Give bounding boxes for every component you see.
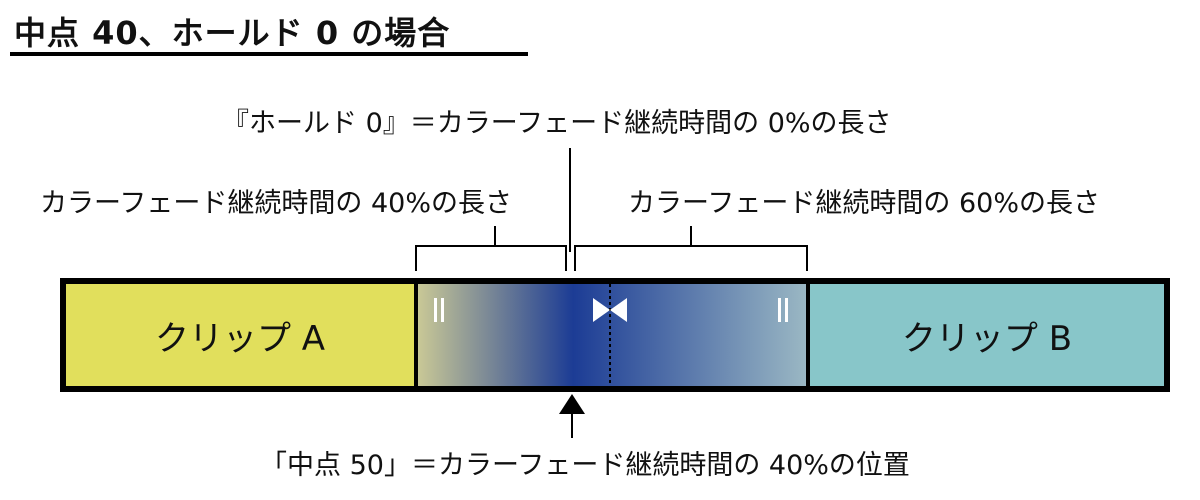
left-span-bracket: [415, 226, 567, 271]
up-arrow-icon: [559, 394, 585, 438]
clip-a-label: クリップ A: [154, 318, 326, 359]
hold-label: 『ホールド 0』＝カラーフェード継続時間の 0%の長さ: [222, 108, 892, 139]
hold-leader-line: [569, 148, 571, 252]
page-title: 中点 40、ホールド 0 の場合: [14, 14, 451, 52]
midpoint-label: 「中点 50」＝カラーフェード継続時間の 40%の位置: [260, 450, 910, 481]
left-span-label: カラーフェード継続時間の 40%の長さ: [40, 188, 512, 219]
clip-b[interactable]: クリップ B: [810, 284, 1164, 386]
pause-icon[interactable]: [432, 298, 446, 322]
timeline-bar: クリップ A クリップ B: [60, 278, 1170, 392]
fade-center-marker: [609, 284, 611, 386]
pause-icon[interactable]: [776, 298, 790, 322]
bowtie-icon[interactable]: [593, 298, 627, 322]
clip-a[interactable]: クリップ A: [66, 284, 414, 386]
right-span-bracket: [574, 226, 808, 271]
color-fade-transition[interactable]: [418, 284, 806, 386]
clip-b-label: クリップ B: [901, 318, 1073, 359]
right-span-label: カラーフェード継続時間の 60%の長さ: [628, 188, 1100, 219]
title-underline: [10, 52, 528, 56]
